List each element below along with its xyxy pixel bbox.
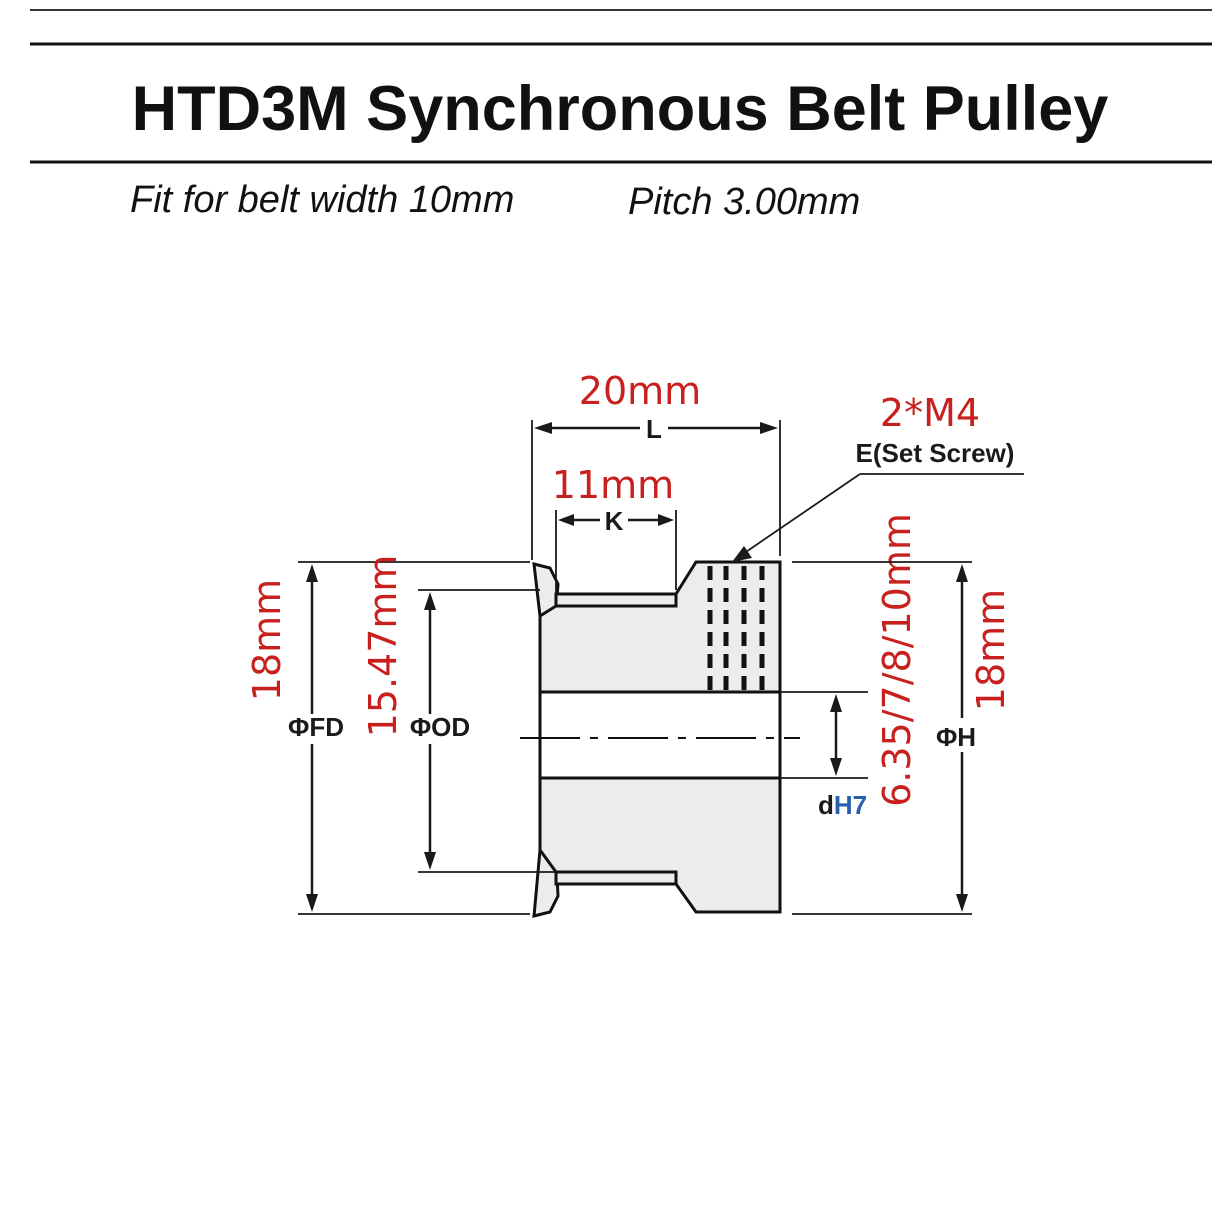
arrowhead <box>760 422 778 434</box>
hub-diameter-label: ΦH <box>936 722 976 752</box>
hub-length-label: K <box>605 506 624 536</box>
belt-width-spec: Fit for belt width 10mm <box>130 179 514 221</box>
arrowhead <box>830 758 842 776</box>
set-screw-value: 2*M4 <box>880 391 980 435</box>
bore-label-prefix: d <box>818 790 834 820</box>
dimension-H: ΦH 18mm <box>792 561 1013 915</box>
dimension-K: 11mm K <box>552 463 677 594</box>
arrowhead <box>424 852 436 870</box>
page-title: HTD3M Synchronous Belt Pulley <box>132 74 1109 144</box>
dimension-OD: ΦOD 15.47mm <box>361 555 556 873</box>
arrowhead <box>956 564 968 582</box>
length-value: 20mm <box>579 369 701 413</box>
dimension-FD: ΦFD 18mm <box>245 561 530 915</box>
tooth-band-lower <box>554 870 678 886</box>
hub-diameter-value: 18mm <box>969 589 1013 711</box>
arrowhead <box>558 514 574 526</box>
flange-diameter-label: ΦFD <box>288 712 344 742</box>
outer-diameter-label: ΦOD <box>410 712 470 742</box>
hub-length-value: 11mm <box>552 463 674 507</box>
set-screw-label: E(Set Screw) <box>856 438 1015 468</box>
bore-label-suffix: H7 <box>834 790 867 820</box>
arrowhead <box>534 422 552 434</box>
arrowhead <box>306 894 318 912</box>
flange-diameter-value: 18mm <box>245 579 289 701</box>
arrowhead <box>658 514 674 526</box>
bore-tolerance-label: dH7 <box>818 790 867 820</box>
arrowhead <box>956 894 968 912</box>
dimension-L: 20mm L <box>531 369 781 560</box>
arrowhead <box>830 694 842 712</box>
outer-diameter-value: 15.47mm <box>361 555 405 738</box>
arrowhead <box>306 564 318 582</box>
hub-section-lower <box>538 776 782 914</box>
dimension-bore: dH7 6.35/7/8/10mm <box>780 513 919 820</box>
set-screw-callout: 2*M4 E(Set Screw) <box>732 391 1024 562</box>
pitch-spec: Pitch 3.00mm <box>628 181 860 223</box>
pulley-body <box>520 560 800 918</box>
tooth-band-upper <box>554 592 678 608</box>
bore <box>538 690 782 780</box>
arrowhead <box>732 546 752 562</box>
hub-section-upper <box>538 560 782 694</box>
leader-line <box>739 473 861 557</box>
length-label: L <box>646 414 662 444</box>
arrowhead <box>424 592 436 610</box>
bore-diameter-value: 6.35/7/8/10mm <box>875 513 919 807</box>
